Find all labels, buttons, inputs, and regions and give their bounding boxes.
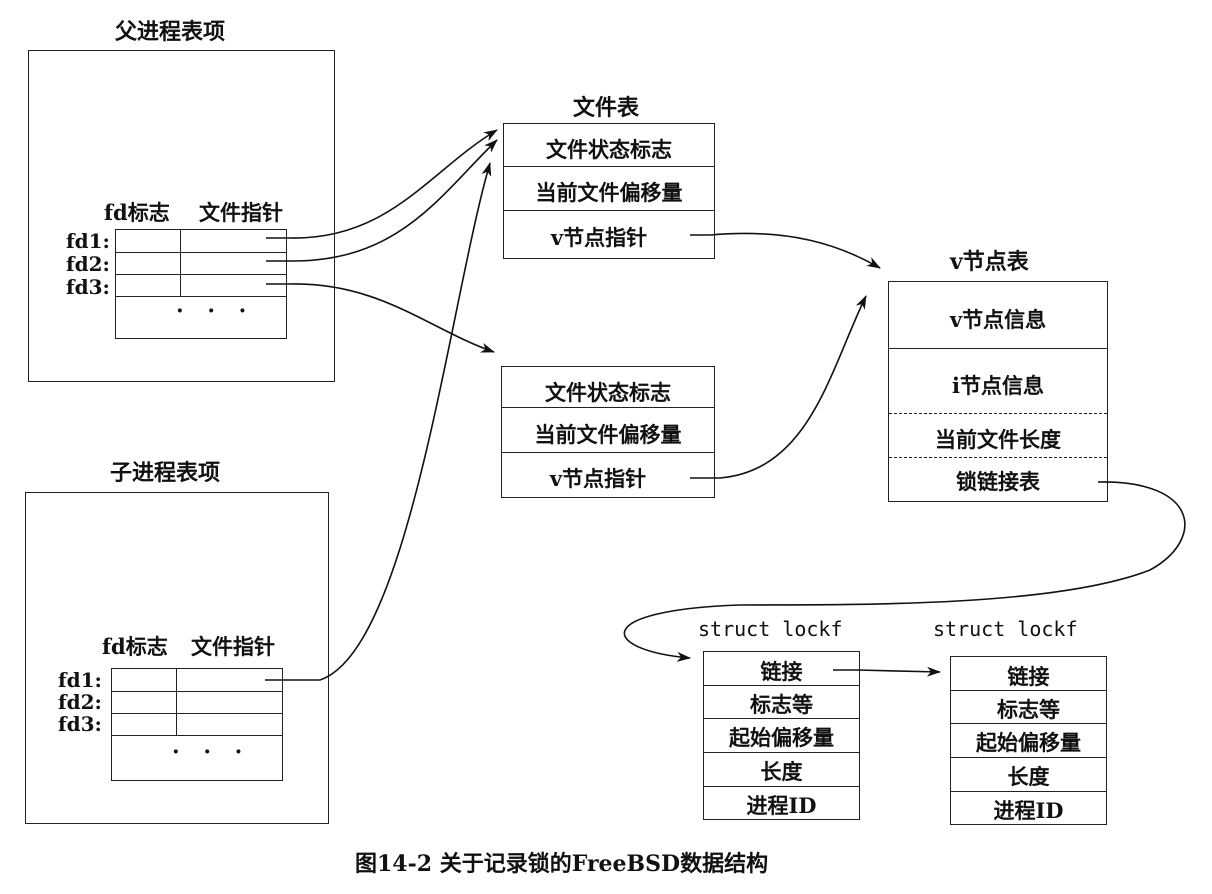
lockf2-title: struct lockf [933, 617, 1078, 641]
parent-fd-flags-header: fd标志 [104, 200, 170, 225]
parent-fd1-label: fd1: [66, 229, 110, 253]
arrow-file-entry2-to-vnode [690, 295, 867, 479]
lockf1-length: 长度 [760, 759, 803, 784]
child-process-box: fd标志 文件指针 fd1: fd2: fd3: · · · [25, 492, 329, 824]
child-fd-table: · · · [111, 668, 283, 781]
file-status-flags: 文件状态标志 [546, 137, 672, 162]
child-process-title: 子进程表项 [110, 460, 221, 486]
file-table-title: 文件表 [573, 95, 640, 121]
inode-info: i节点信息 [952, 373, 1044, 398]
vnode-table: v节点信息 i节点信息 当前文件长度 锁链接表 [888, 281, 1108, 502]
vnode-table-title: v节点表 [950, 249, 1029, 275]
arrow-parent-fd3-to-file-entry2 [266, 283, 495, 353]
lockf2-link: 链接 [1007, 664, 1050, 689]
lock-list: 锁链接表 [956, 469, 1040, 494]
lockf1-pid: 进程ID [746, 793, 817, 818]
child-file-pointer-header: 文件指针 [191, 634, 275, 659]
child-fd2-label: fd2: [58, 690, 102, 714]
arrow-child-fd1-to-file-entry1 [265, 162, 492, 681]
lockf2-flags: 标志等 [997, 697, 1060, 722]
child-fd-flags-header: fd标志 [102, 634, 168, 659]
vnode-info: v节点信息 [949, 307, 1047, 332]
parent-file-pointer-header: 文件指针 [199, 200, 283, 225]
child-fd3-label: fd3: [58, 712, 102, 736]
file-table-entry-1: 文件状态标志 当前文件偏移量 v节点指针 [503, 123, 715, 259]
parent-fd3-label: fd3: [66, 275, 110, 299]
arrow-lockf1-to-lockf2 [833, 666, 941, 677]
lockf2-length: 长度 [1007, 764, 1050, 789]
arrow-locklist-to-lockf1 [623, 481, 1186, 662]
parent-fd-ellipsis: · · · [176, 298, 255, 324]
current-file-offset: 当前文件偏移量 [535, 180, 683, 205]
lockf1-flags: 标志等 [750, 692, 813, 717]
lockf1-title: struct lockf [698, 617, 843, 641]
parent-fd2-label: fd2: [66, 252, 110, 276]
arrow-parent-fd1-to-file-entry1 [266, 129, 498, 239]
lockf1-start-offset: 起始偏移量 [729, 725, 834, 750]
child-fd-ellipsis: · · · [172, 739, 251, 765]
vnode-pointer: v节点指针 [549, 466, 647, 491]
current-file-offset: 当前文件偏移量 [534, 422, 682, 447]
current-file-length: 当前文件长度 [935, 427, 1061, 452]
lockf1-link: 链接 [760, 659, 803, 684]
arrow-parent-fd2-to-file-entry1 [266, 139, 498, 262]
lockf1-box: 链接 标志等 起始偏移量 长度 进程ID [703, 651, 860, 820]
parent-fd-table: · · · [115, 229, 287, 339]
file-status-flags: 文件状态标志 [545, 380, 671, 405]
figure-caption: 图14-2 关于记录锁的FreeBSD数据结构 [355, 851, 769, 877]
lockf2-pid: 进程ID [993, 798, 1064, 823]
lockf2-start-offset: 起始偏移量 [976, 730, 1081, 755]
file-table-entry-2: 文件状态标志 当前文件偏移量 v节点指针 [501, 366, 715, 498]
parent-process-title: 父进程表项 [115, 19, 226, 45]
parent-process-box: fd标志 文件指针 fd1: fd2: fd3: · · · [28, 50, 335, 382]
lockf2-box: 链接 标志等 起始偏移量 长度 进程ID [950, 656, 1107, 825]
arrow-file-entry1-to-vnode [690, 232, 881, 269]
child-fd1-label: fd1: [58, 668, 102, 692]
vnode-pointer: v节点指针 [550, 225, 648, 250]
